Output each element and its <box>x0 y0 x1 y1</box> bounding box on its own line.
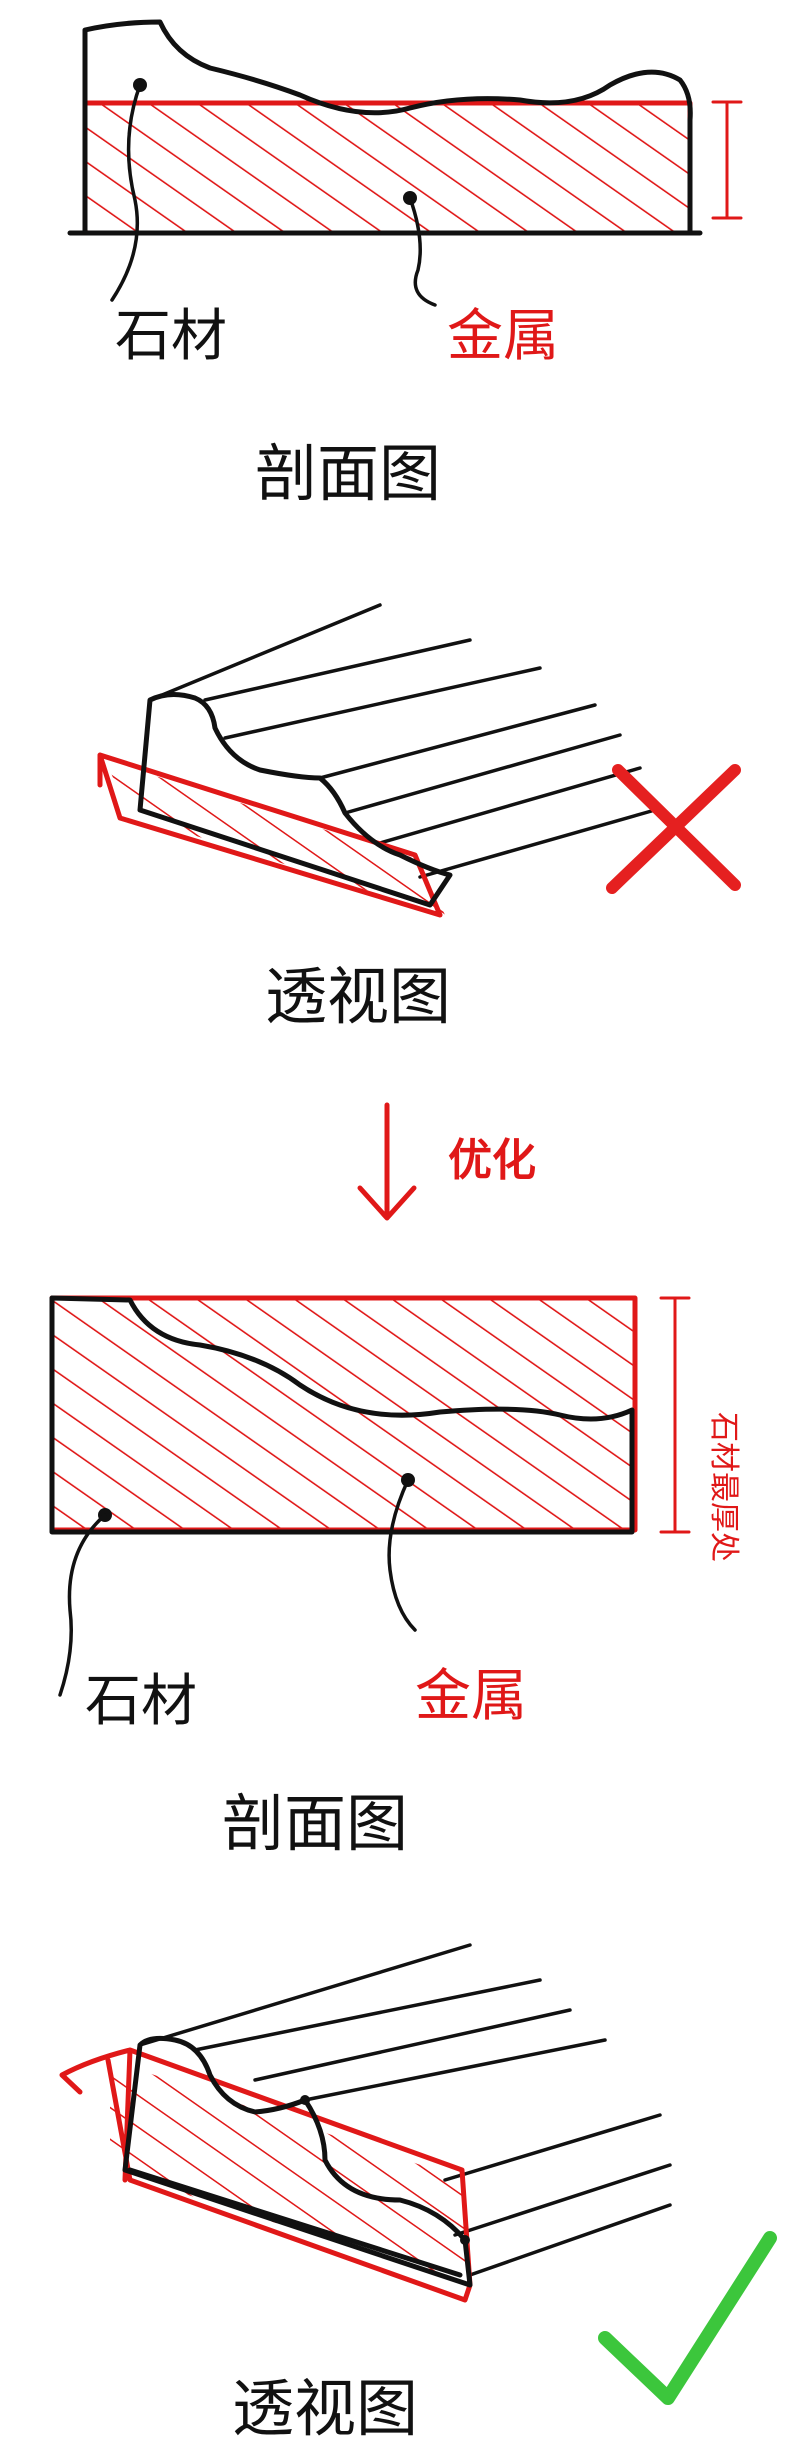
edge-line <box>418 808 657 879</box>
stone-bottom-edge <box>127 2167 463 2278</box>
edge-line <box>453 2163 672 2237</box>
metal-leader <box>387 1478 417 1632</box>
edge-line <box>148 603 382 702</box>
metal-band <box>52 1298 637 1533</box>
metal-label: 金属 <box>415 1664 527 1729</box>
edge-line <box>138 1943 472 2047</box>
edge-line <box>223 666 542 740</box>
stone-outline <box>49 1295 635 1535</box>
edge-line <box>253 2008 572 2082</box>
metal-block-outline <box>97 752 443 918</box>
perspective-view-caption: 透视图 <box>265 960 451 1033</box>
perspective-view-caption: 透视图 <box>232 2372 418 2445</box>
perspective-view-original: 透视图 <box>97 603 741 1033</box>
section-view-caption: 剖面图 <box>255 437 441 510</box>
stone-leader <box>58 1513 107 1697</box>
stone-outline <box>82 19 693 236</box>
stone-label: 石材 <box>115 304 227 369</box>
section-view-optimized: 石材最厚处 石材 金属 剖面图 <box>49 1295 741 1860</box>
cross-mark-icon <box>606 764 741 894</box>
edge-line <box>468 2203 672 2277</box>
thickness-note: 石材最厚处 <box>706 1412 741 1562</box>
stone-label: 石材 <box>85 1669 197 1734</box>
corner-dot <box>300 2095 310 2105</box>
section-view-caption: 剖面图 <box>222 1787 408 1860</box>
edge-line <box>203 638 472 702</box>
metal-block <box>110 2060 470 2285</box>
edge-line <box>193 1978 542 2052</box>
edge-line <box>343 733 622 815</box>
edge-line <box>303 2038 607 2102</box>
metal-leader <box>408 196 437 307</box>
edge-line <box>378 766 642 845</box>
stone-leader <box>110 83 142 302</box>
corner-dot <box>460 2235 470 2245</box>
metal-label: 金属 <box>447 304 559 369</box>
optimization-transition: 优化 <box>357 1102 536 1221</box>
stone-profile <box>137 692 453 908</box>
metal-band <box>85 103 690 233</box>
edge-line <box>443 2113 662 2182</box>
edge-line <box>318 703 597 780</box>
perspective-view-optimized: 透视图 <box>59 1943 777 2445</box>
down-arrow-icon <box>357 1102 417 1221</box>
check-mark-icon <box>598 2231 777 2405</box>
optimization-label: 优化 <box>448 1135 536 1186</box>
metal-block <box>105 760 445 915</box>
section-view-original: 石材 金属 剖面图 <box>67 19 743 510</box>
